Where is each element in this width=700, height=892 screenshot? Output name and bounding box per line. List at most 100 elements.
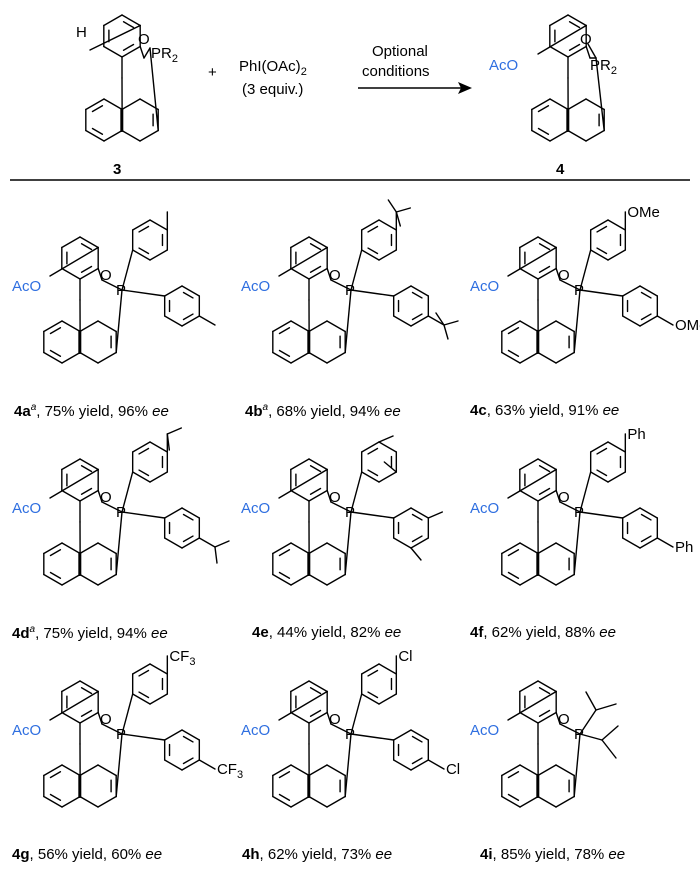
bond	[326, 489, 332, 503]
reactant-o-atom: O	[138, 31, 150, 48]
bond	[97, 573, 117, 586]
yield-text: , 75% yield, 94%	[35, 625, 151, 642]
bond	[278, 793, 291, 801]
bond	[272, 795, 292, 808]
bond	[97, 542, 117, 555]
phosphorus-atom: P	[345, 726, 355, 743]
bond	[392, 507, 412, 519]
bond	[278, 771, 291, 779]
bond	[121, 249, 134, 291]
aco-group: AcO	[470, 500, 499, 517]
bond	[138, 225, 150, 233]
phosphorus-atom: P	[116, 282, 126, 299]
product-pr2-group: PR2	[590, 57, 617, 77]
reaction-header: H O PR2 3 + PhI(OAc)2 (3 equiv.) Optiona…	[10, 14, 690, 181]
bond	[507, 246, 557, 277]
ee-text: ee	[375, 846, 393, 863]
ee-text: ee	[152, 403, 169, 420]
bond	[573, 733, 581, 798]
bond	[579, 733, 603, 741]
bond	[43, 764, 63, 777]
bond	[344, 511, 352, 576]
bond	[607, 249, 627, 261]
bond	[149, 471, 169, 483]
bond	[519, 542, 539, 555]
bond	[61, 542, 81, 555]
bond	[537, 542, 557, 555]
chloro-group: Cl	[398, 648, 412, 665]
bond	[181, 537, 201, 549]
bond	[103, 129, 123, 142]
bond	[309, 265, 322, 273]
bond	[579, 249, 592, 291]
bond	[549, 14, 569, 27]
bond	[350, 733, 395, 741]
bond	[163, 315, 183, 327]
bond	[427, 511, 444, 519]
bond	[149, 249, 169, 261]
bond	[272, 764, 292, 777]
bond	[326, 795, 346, 808]
bond	[43, 351, 63, 364]
reagent-equivalents: (3 equiv.)	[242, 81, 303, 98]
bond	[537, 795, 557, 808]
bond	[519, 573, 539, 586]
bond	[538, 243, 551, 251]
ee-text: ee	[602, 402, 620, 419]
bond	[579, 289, 624, 297]
bond	[61, 458, 81, 471]
bond	[43, 542, 63, 555]
bond	[278, 690, 328, 721]
bond	[138, 447, 150, 455]
bond	[198, 315, 216, 326]
bond	[138, 247, 150, 255]
bond	[181, 507, 201, 519]
bond	[290, 458, 310, 471]
bond	[501, 542, 521, 555]
bond	[378, 249, 398, 261]
product-4c-structure: AcOPOOMeOMe	[470, 204, 700, 364]
bond	[559, 279, 581, 291]
bond	[559, 501, 581, 513]
bond	[80, 687, 93, 695]
oxygen-atom: O	[558, 267, 570, 284]
bond	[290, 680, 310, 693]
bond	[411, 535, 423, 543]
bond	[80, 243, 93, 251]
bond	[49, 571, 62, 579]
bond	[139, 98, 159, 111]
bond	[272, 351, 292, 364]
bond	[537, 764, 557, 777]
phosphorus-atom: P	[345, 504, 355, 521]
bond	[61, 764, 81, 777]
bond	[308, 764, 328, 777]
bond	[639, 537, 659, 549]
bond	[519, 458, 539, 471]
aco-group: AcO	[470, 722, 499, 739]
aco-group: AcO	[12, 722, 41, 739]
phenyl-group: Ph	[675, 539, 693, 556]
bond	[149, 219, 169, 231]
yield-text: , 56% yield, 60%	[29, 846, 146, 863]
phosphorus-atom: P	[345, 282, 355, 299]
bond	[198, 759, 216, 770]
bond	[149, 47, 159, 132]
bond	[49, 771, 62, 779]
bond	[101, 723, 123, 735]
bond	[378, 219, 398, 231]
bond	[411, 291, 423, 299]
oxygen-atom: O	[100, 711, 112, 728]
bond	[585, 691, 597, 711]
product-aco-group: AcO	[489, 57, 518, 74]
bond	[131, 693, 151, 705]
bond	[360, 249, 380, 261]
reactant-label-3: 3	[113, 161, 121, 178]
oxygen-atom: O	[329, 711, 341, 728]
bond	[585, 129, 605, 142]
bond	[568, 43, 581, 51]
oxygen-atom: O	[100, 489, 112, 506]
bond	[309, 709, 322, 717]
bond	[519, 267, 539, 280]
bond	[507, 549, 520, 557]
